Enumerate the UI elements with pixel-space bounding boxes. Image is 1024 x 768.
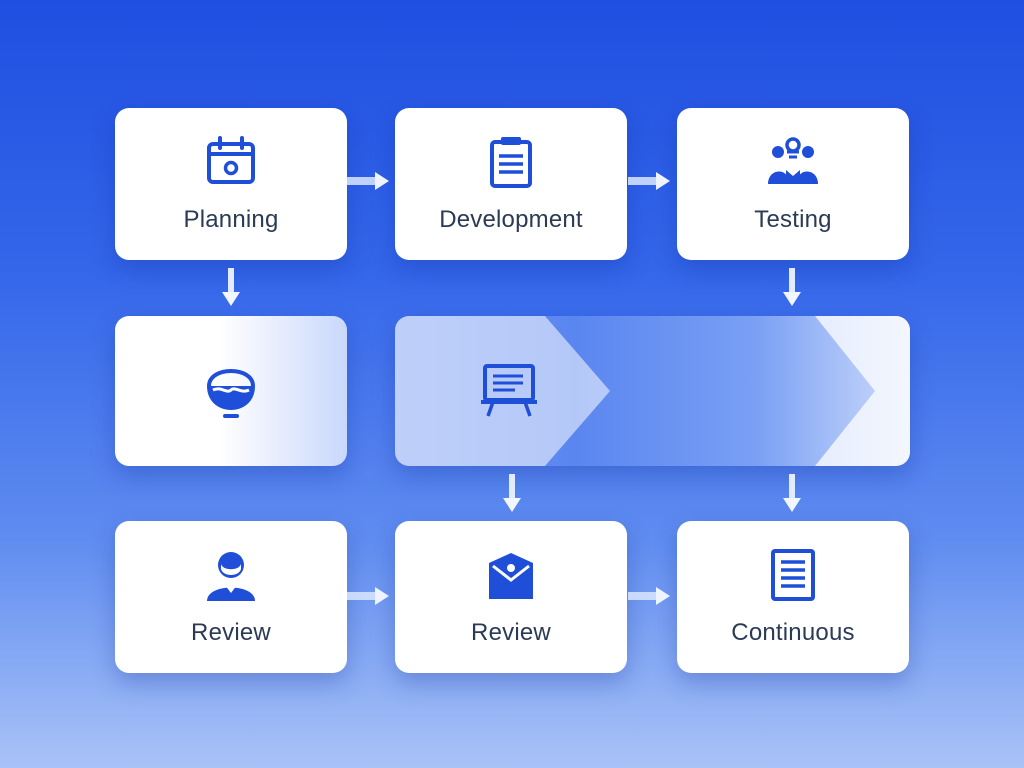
- node-label: Planning: [183, 206, 279, 233]
- arrow-development-to-testing: [628, 172, 670, 190]
- node-middle-left: [115, 316, 347, 466]
- calendar-icon: [207, 136, 255, 184]
- node-middle-banner: [395, 316, 910, 466]
- clipboard-list-icon: [490, 137, 532, 188]
- node-label: Continuous: [731, 619, 855, 646]
- arrow-review-to-review: [347, 587, 389, 605]
- node-testing: Testing: [677, 108, 909, 260]
- arrow-banner-to-continuous: [783, 474, 801, 512]
- document-lines-icon: [771, 549, 815, 601]
- presentation-board-icon: [481, 364, 537, 417]
- node-label: Review: [471, 619, 551, 646]
- arrow-review-to-continuous: [628, 587, 670, 605]
- arrow-planning-down: [222, 268, 240, 306]
- arrow-planning-to-development: [347, 172, 389, 190]
- node-label: Testing: [754, 206, 832, 233]
- shield-document-icon: [489, 553, 533, 599]
- node-planning: Planning: [115, 108, 347, 260]
- arrow-banner-to-review: [503, 474, 521, 512]
- person-icon: [207, 552, 255, 601]
- team-icon: [768, 137, 818, 184]
- node-development: Development: [395, 108, 627, 260]
- node-continuous: Continuous: [677, 521, 909, 673]
- node-label: Development: [439, 206, 583, 233]
- node-review-2: Review: [395, 521, 627, 673]
- node-label: Review: [191, 619, 271, 646]
- bowl-icon: [207, 369, 255, 418]
- arrow-testing-down: [783, 268, 801, 306]
- chevron-banner: [395, 316, 910, 466]
- node-review-1: Review: [115, 521, 347, 673]
